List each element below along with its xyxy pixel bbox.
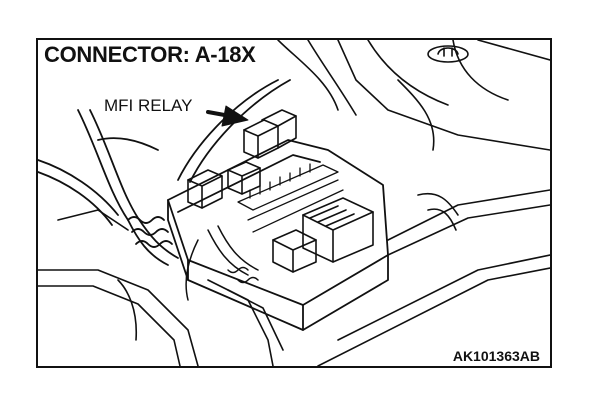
connector-label: CONNECTOR: A-18X	[44, 42, 256, 67]
lower-wiring	[185, 225, 259, 301]
engine-bay-drawing	[38, 40, 550, 366]
lower-left-components	[38, 209, 284, 366]
pointer-arrow-icon	[206, 105, 249, 127]
mfi-relay-cluster	[187, 109, 297, 209]
upper-body-panel	[277, 40, 550, 151]
diagram-frame: CONNECTOR: A-18X MFI RELAY AK101363AB	[36, 38, 552, 368]
cap-icon	[427, 45, 469, 63]
fuse-block	[237, 163, 344, 233]
large-relay-blocks	[272, 197, 374, 273]
fender-panel	[317, 189, 550, 366]
component-label: MFI RELAY	[104, 96, 193, 115]
relay-box	[167, 139, 389, 331]
wiring-harness	[38, 79, 291, 266]
figure-code: AK101363AB	[450, 348, 542, 364]
